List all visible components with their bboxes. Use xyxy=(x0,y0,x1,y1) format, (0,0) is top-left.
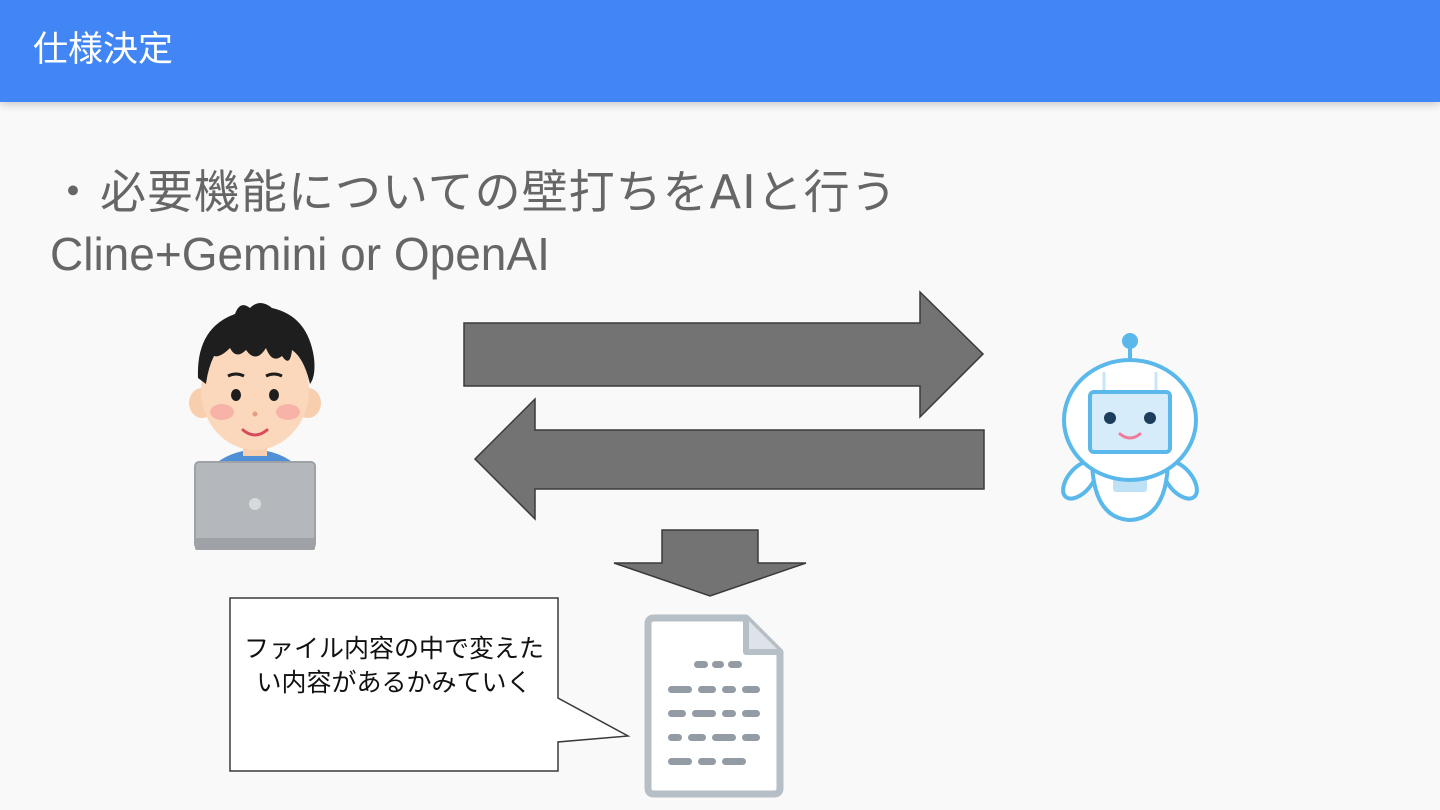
slide-title: 仕様決定 xyxy=(33,30,174,70)
person-with-laptop-icon xyxy=(189,303,321,550)
document-icon xyxy=(644,614,784,798)
arrow-left-icon xyxy=(473,397,985,521)
arrow-down-icon xyxy=(613,529,807,597)
bullet-text: 必要機能についての壁打ちをAIと行う xyxy=(100,165,898,219)
robot-icon xyxy=(1061,333,1199,523)
bullet-subtext: Cline+Gemini or OpenAI xyxy=(50,228,550,280)
slide-header: 仕様決定 xyxy=(0,0,1440,102)
arrow-right-icon xyxy=(463,290,985,419)
callout-text: ファイル内容の中で変えたい内容があるかみていく xyxy=(243,634,544,697)
callout-bubble xyxy=(229,597,631,772)
bullet-marker: ・ xyxy=(50,165,97,219)
bullet-item: ・必要機能についての壁打ちをAIと行う xyxy=(50,164,898,220)
